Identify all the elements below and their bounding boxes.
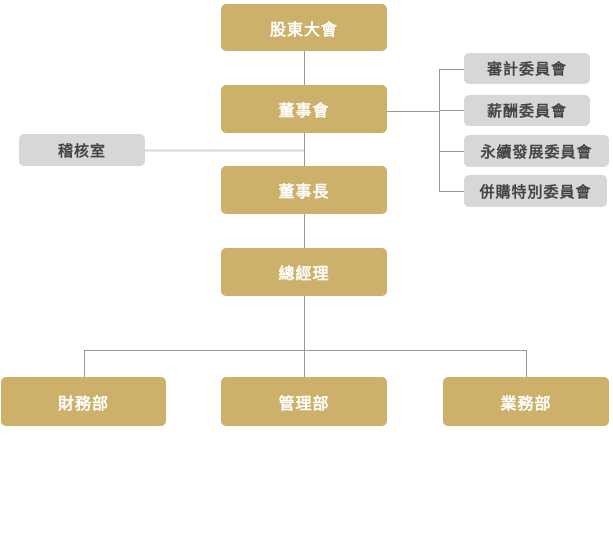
node-sales-dept: 業務部 [443, 377, 609, 426]
node-board: 董事會 [221, 85, 387, 133]
node-president: 總經理 [221, 248, 387, 296]
node-chairman: 董事長 [221, 166, 387, 214]
node-management-dept: 管理部 [221, 377, 387, 426]
node-audit-committee: 審計委員會 [464, 53, 590, 84]
node-sustainability-committee: 永續發展委員會 [464, 135, 609, 167]
node-audit-office: 稽核室 [19, 134, 145, 166]
node-shareholders: 股東大會 [221, 4, 387, 51]
node-ma-committee: 併購特別委員會 [464, 175, 607, 207]
node-compensation-committee: 薪酬委員會 [464, 95, 590, 126]
node-finance-dept: 財務部 [1, 377, 166, 426]
